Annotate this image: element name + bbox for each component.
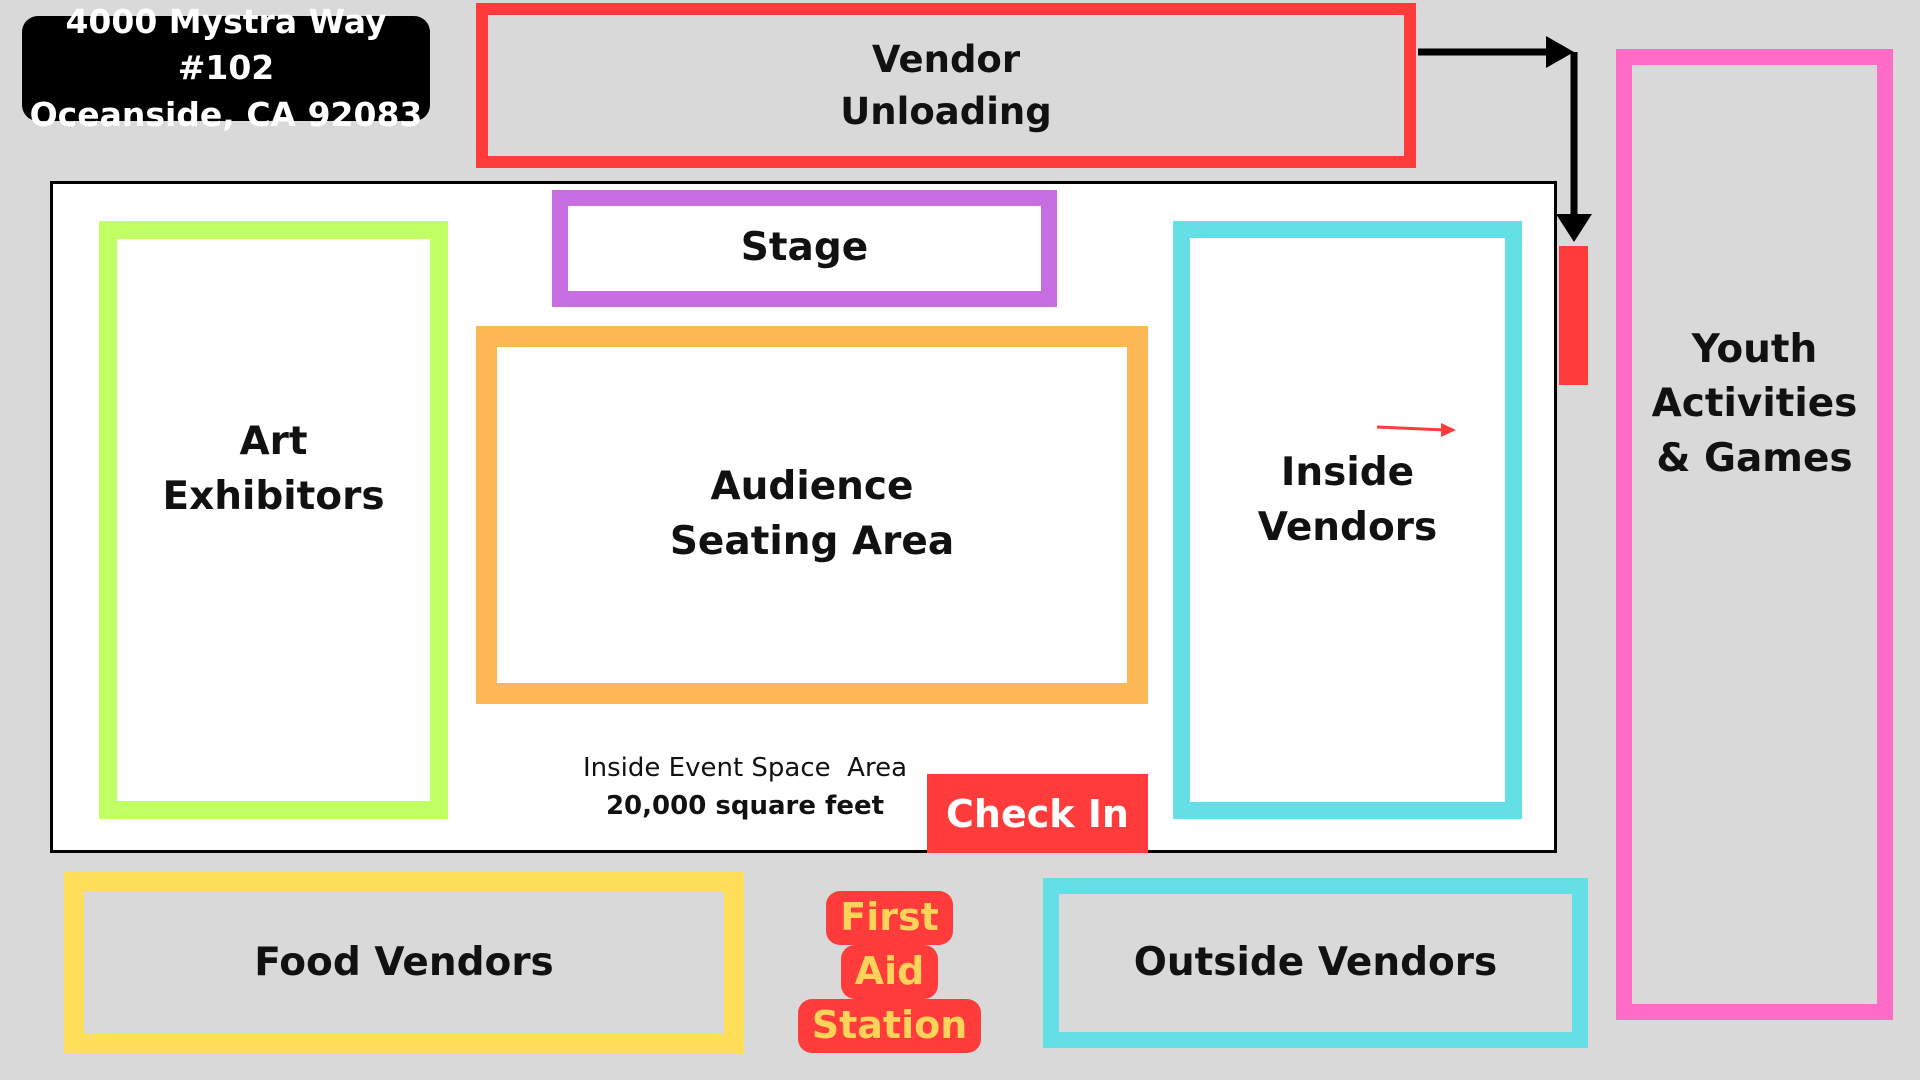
inside-space-size: 20,000 square feet [605, 791, 885, 821]
entrance-marker [1559, 246, 1588, 385]
first-aid-line-3: Station [797, 998, 982, 1053]
first-aid-line-1: First [826, 891, 953, 946]
address-line-2: Oceanside, CA 92083 [29, 94, 423, 134]
outside-vendors-zone: Outside Vendors [1043, 878, 1588, 1048]
food-vendors-zone: Food Vendors [64, 872, 744, 1054]
stage-label: Stage [740, 225, 869, 271]
address-line-1: 4000 Mystra Way #102 [65, 2, 387, 88]
check-in-label: Check In [946, 791, 1129, 836]
address-label: 4000 Mystra Way #102 Oceanside, CA 92083 [22, 2, 430, 134]
audience-seating-zone: Audience Seating Area [476, 326, 1148, 704]
inside-vendors-label: Inside Vendors [1257, 450, 1438, 550]
first-aid-station: First Aid Station [797, 882, 982, 1062]
first-aid-line-2: Aid [840, 945, 939, 999]
inside-space-title: Inside Event Space Area [582, 753, 908, 784]
check-in-zone: Check In [927, 774, 1148, 853]
art-exhibitors-zone: Art Exhibitors [99, 221, 448, 819]
food-vendors-label: Food Vendors [254, 939, 554, 985]
inside-vendors-zone: Inside Vendors [1173, 221, 1522, 819]
youth-activities-zone: Youth Activities & Games [1616, 49, 1893, 1020]
outside-vendors-label: Outside Vendors [1133, 939, 1498, 985]
audience-seating-label: Audience Seating Area [669, 464, 955, 564]
art-exhibitors-label: Art Exhibitors [162, 419, 385, 519]
youth-activities-label: Youth Activities & Games [1651, 326, 1858, 481]
stage-zone: Stage [552, 190, 1057, 307]
vendor-unloading-label: Vendor Unloading [840, 37, 1052, 133]
inside-space-caption: Inside Event Space Area 20,000 square fe… [540, 748, 950, 828]
vendor-unloading-zone: Vendor Unloading [476, 3, 1416, 168]
